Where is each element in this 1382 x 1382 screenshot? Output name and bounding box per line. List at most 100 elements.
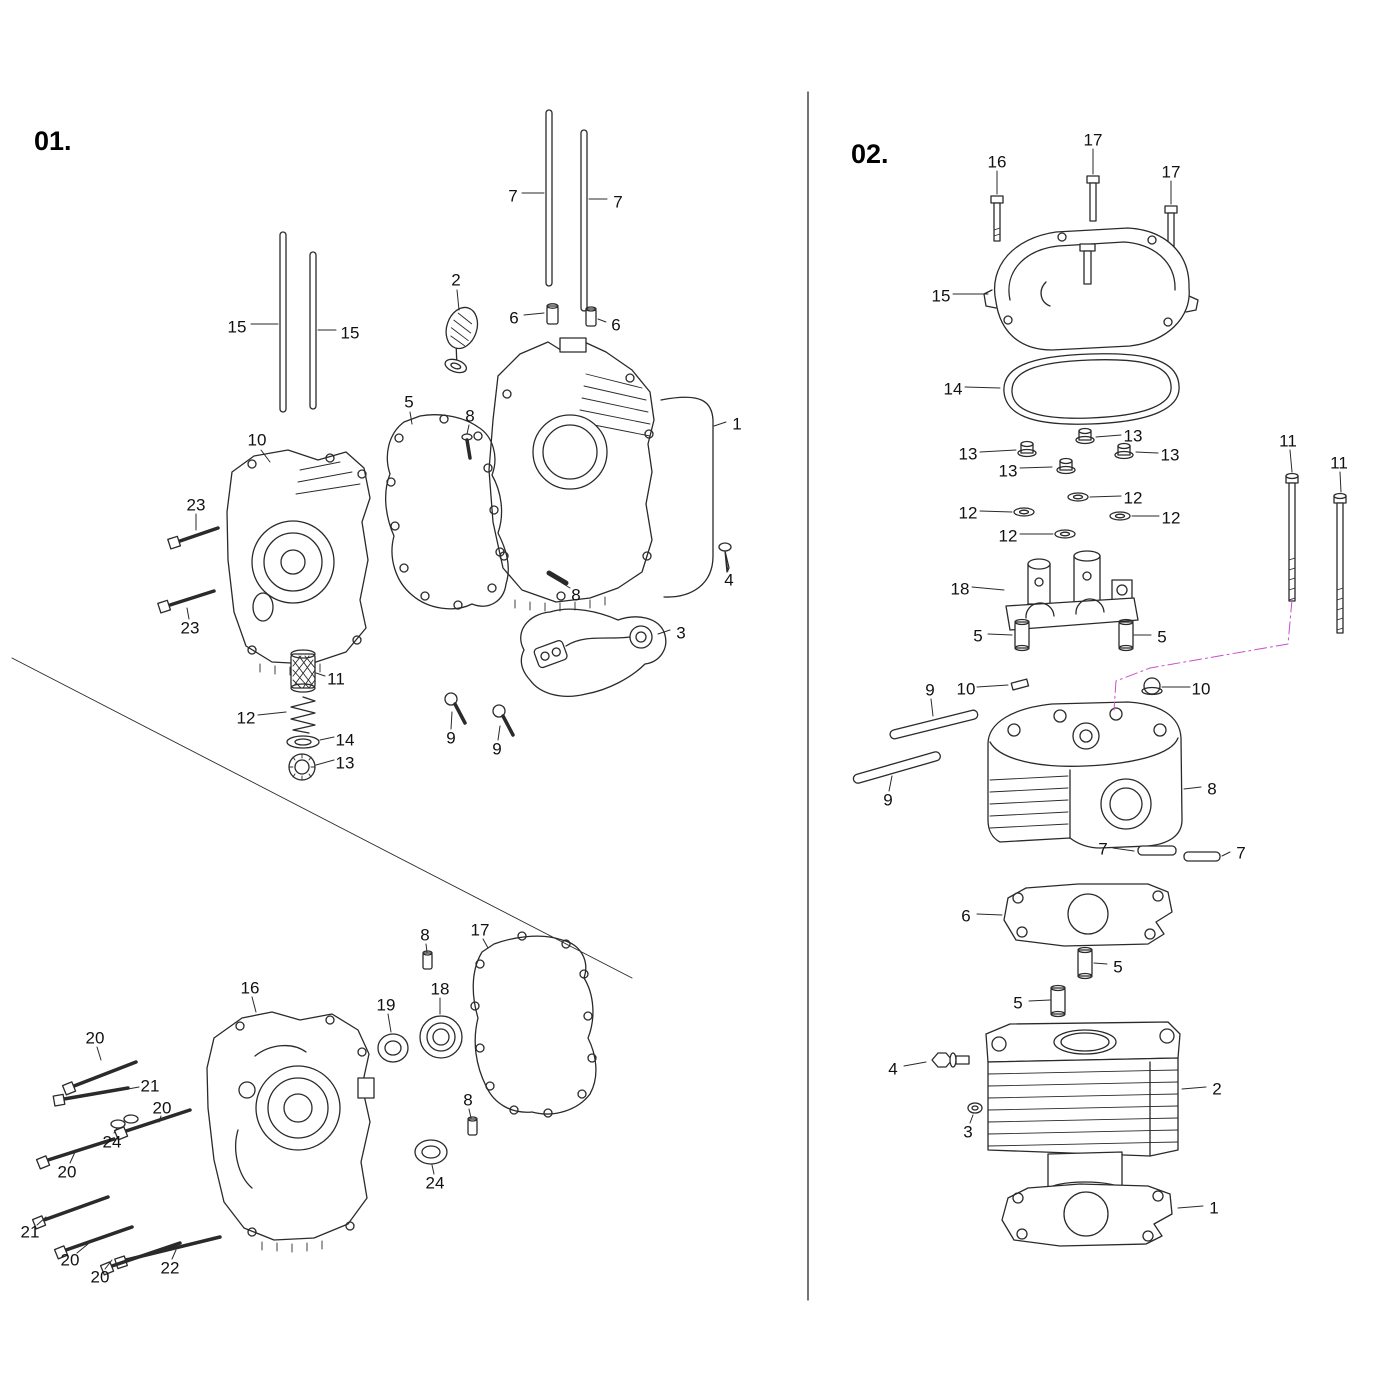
- head-gasket-6: [1003, 883, 1173, 947]
- washer-12-c: [1067, 492, 1089, 502]
- callout-label-02-11: 11: [1330, 454, 1348, 473]
- dowel-5-a: [1014, 618, 1030, 652]
- bolt-20-c: [35, 1137, 116, 1170]
- callout-leader-01-8: [466, 424, 470, 435]
- callout-label-01-21: 21: [21, 1223, 40, 1242]
- callout-label-02-7: 7: [1236, 844, 1245, 863]
- callout-leader-02-7: [1221, 851, 1231, 857]
- bolt-23-b: [157, 589, 216, 614]
- dowel-5-d: [1050, 984, 1066, 1018]
- callout-label-02-5: 5: [973, 627, 982, 646]
- callout-leader-01-19: [387, 1013, 392, 1033]
- callout-label-01-9: 9: [446, 729, 455, 748]
- bolt-20-d: [53, 1225, 134, 1260]
- callout-leader-01-21: [127, 1086, 140, 1090]
- oil-dipstick-2: [444, 306, 479, 374]
- washer-12-b: [1054, 529, 1076, 539]
- callout-label-02-4: 4: [888, 1060, 897, 1079]
- washer-12-d: [1109, 511, 1131, 521]
- push-rod-9-b: [852, 751, 941, 784]
- callout-label-02-14: 14: [944, 380, 963, 399]
- callout-leader-02-10: [976, 684, 1009, 688]
- callout-label-01-23: 23: [187, 496, 206, 515]
- callout-leader-01-13: [315, 759, 335, 766]
- callout-label-02-3: 3: [963, 1123, 972, 1142]
- flange-nut-13-a: [1017, 440, 1037, 458]
- callout-leader-02-3: [969, 1114, 974, 1124]
- callout-leader-02-12: [1089, 495, 1122, 498]
- callout-leader-01-2: [456, 289, 460, 311]
- callout-leader-01-11: [315, 672, 326, 677]
- cylinder-head-8: [987, 701, 1183, 849]
- washer-3: [967, 1102, 983, 1114]
- oil-filter-screen-11: [290, 649, 316, 693]
- base-gasket-1: [1001, 1183, 1173, 1247]
- callout-leader-02-6: [976, 913, 1003, 916]
- callout-label-01-18: 18: [431, 980, 450, 999]
- crankcase-cover-16: [206, 1011, 375, 1253]
- callout-leader-01-10: [260, 449, 271, 463]
- callout-leader-02-18: [971, 586, 1005, 591]
- callout-leader-01-8: [561, 582, 571, 589]
- dowel-5-b: [1118, 618, 1134, 652]
- callout-leader-02-13: [1095, 434, 1122, 438]
- callout-label-02-5: 5: [1113, 958, 1122, 977]
- callout-label-01-2: 2: [451, 271, 460, 290]
- callout-label-02-13: 13: [1124, 427, 1143, 446]
- callout-label-02-10: 10: [957, 680, 976, 699]
- stud-bolt-7-a: [545, 109, 553, 287]
- callout-label-02-16: 16: [988, 153, 1007, 172]
- gasket-5: [385, 414, 509, 610]
- flange-nut-13-c: [1075, 427, 1095, 445]
- callout-leader-01-8: [468, 1108, 472, 1119]
- callout-leader-01-9: [497, 725, 501, 741]
- callout-label-02-15: 15: [932, 287, 951, 306]
- bolt-21-b: [31, 1195, 110, 1230]
- callout-leader-01-16: [251, 996, 257, 1013]
- section-01-crankcase: [31, 109, 732, 1276]
- dowel-5-c: [1077, 946, 1093, 980]
- bolt-20-b: [113, 1108, 192, 1141]
- bolt-20-a: [61, 1060, 138, 1096]
- callout-leader-01-3: [657, 629, 671, 635]
- callout-leader-02-13: [979, 449, 1017, 453]
- callout-label-01-13: 13: [336, 754, 355, 773]
- valve-cover-15: [983, 227, 1199, 351]
- callout-label-02-1: 1: [1209, 1199, 1218, 1218]
- section-02-cylinder-head: [852, 175, 1347, 1247]
- callout-leader-01-12: [257, 711, 287, 716]
- callout-label-02-13: 13: [959, 445, 978, 464]
- callout-leader-01-24: [113, 1127, 118, 1134]
- callout-leader-01-20: [158, 1115, 162, 1123]
- callout-leader-01-6: [597, 318, 607, 323]
- section-02-label: 02.: [851, 139, 889, 169]
- callout-label-02-18: 18: [951, 580, 970, 599]
- callout-label-01-8: 8: [465, 407, 474, 426]
- stud-bolt-15-a: [279, 231, 287, 413]
- callout-label-01-14: 14: [336, 731, 355, 750]
- section-01-label: 01.: [34, 126, 72, 156]
- callout-leader-01-20: [96, 1046, 102, 1061]
- dowel-pin-7-b: [1183, 851, 1221, 862]
- crankcase-left-10: [226, 449, 371, 676]
- callout-label-01-20: 20: [61, 1251, 80, 1270]
- locator-line: [1113, 599, 1293, 711]
- callout-label-01-9: 9: [492, 740, 501, 759]
- callout-label-02-2: 2: [1212, 1080, 1221, 1099]
- callout-label-01-12: 12: [237, 709, 256, 728]
- callout-label-02-5: 5: [1157, 628, 1166, 647]
- bolt-17-a: [1086, 175, 1100, 222]
- pin-8-b: [546, 570, 569, 586]
- gasket-17: [470, 931, 597, 1118]
- callout-leader-01-17: [482, 938, 489, 949]
- callout-label-01-8: 8: [463, 1091, 472, 1110]
- callout-label-01-3: 3: [676, 624, 685, 643]
- filter-cap-13: [288, 753, 316, 781]
- callout-label-02-12: 12: [1162, 509, 1181, 528]
- callout-label-01-17: 17: [471, 921, 490, 940]
- dowel-6-a: [546, 303, 559, 325]
- callout-leader-02-5: [1028, 999, 1051, 1002]
- bolt-16: [990, 195, 1004, 242]
- flange-nut-13-d: [1114, 442, 1134, 460]
- callout-label-02-9: 9: [883, 791, 892, 810]
